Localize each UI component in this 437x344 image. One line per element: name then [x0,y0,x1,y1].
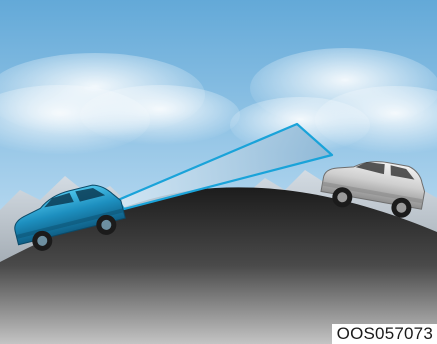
figure-code-label: OOS057073 [332,324,437,344]
